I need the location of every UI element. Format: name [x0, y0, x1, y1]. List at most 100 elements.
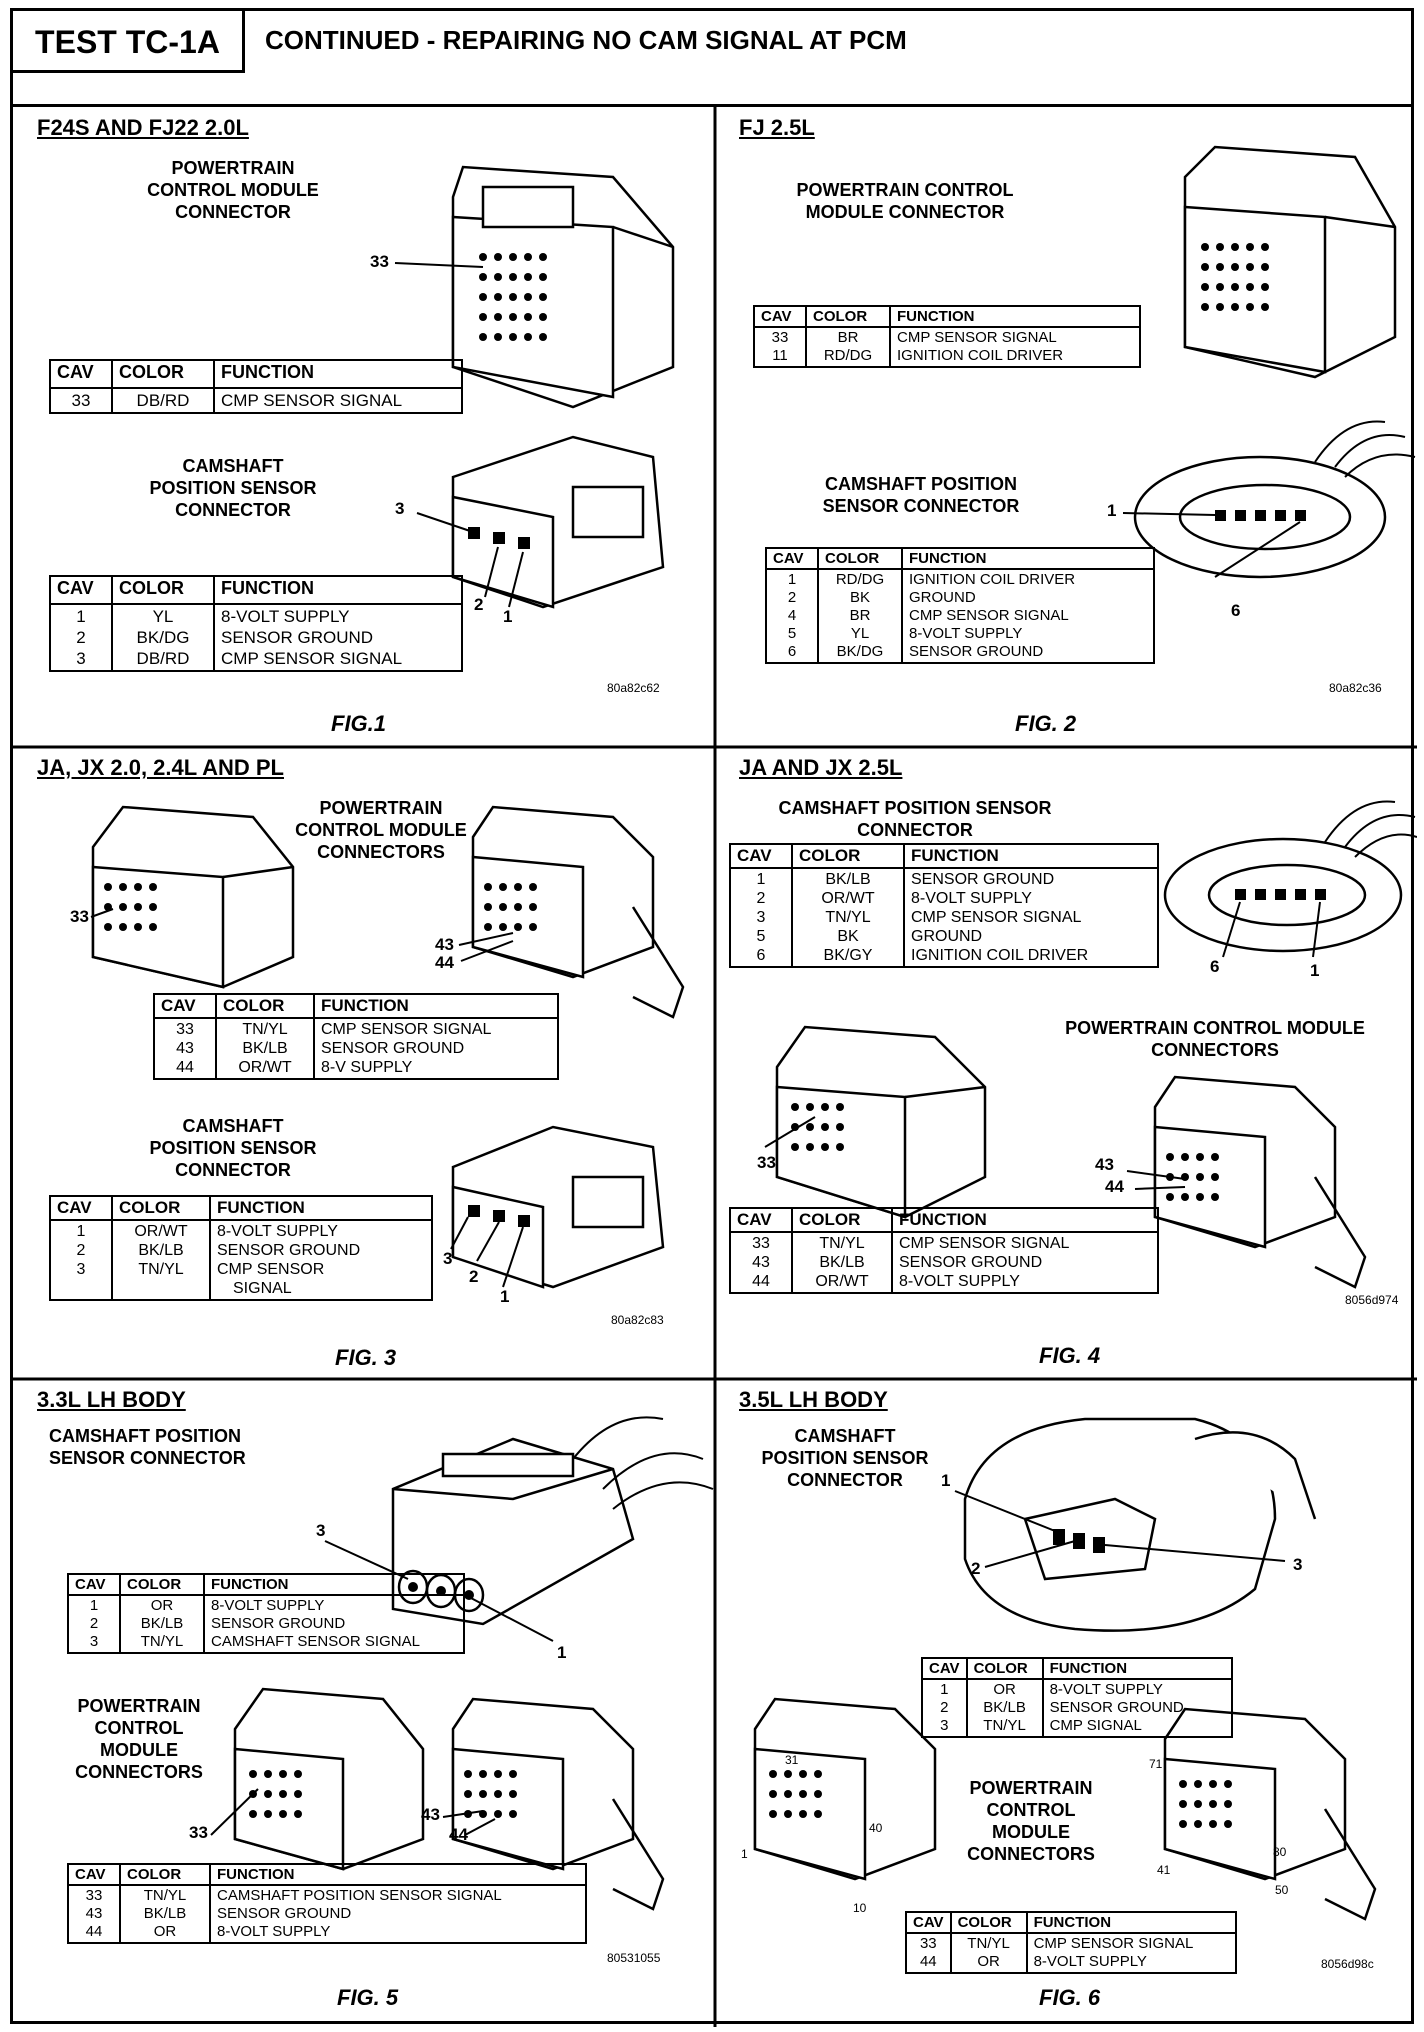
- fig6-callout-1: 1: [941, 1471, 951, 1490]
- fig1-callout-1: 1: [503, 607, 513, 626]
- test-title: CONTINUED - REPAIRING NO CAM SIGNAL AT P…: [265, 25, 907, 55]
- fig1-pcm-connector-drawing: [394, 165, 675, 609]
- fig5-callout-44: 44: [449, 1825, 468, 1844]
- figure-1-title: F24S AND FJ22 2.0L: [37, 115, 249, 140]
- fig6-pin-50: 50: [1275, 1883, 1289, 1897]
- fig6-pin-40: 40: [869, 1821, 883, 1835]
- fig5-callout-3: 3: [316, 1521, 326, 1540]
- figure-5-title: 3.3L LH BODY: [37, 1387, 186, 1412]
- fig4-drawing-code: 8056d974: [1345, 1293, 1399, 1307]
- fig1-callout-33: 33: [370, 252, 389, 271]
- fig6-pin-80: 80: [1273, 1845, 1287, 1859]
- fig4-callout-1: 1: [1310, 961, 1320, 980]
- fig2-callout-6: 6: [1231, 601, 1241, 620]
- fig3-connectors-drawing: [90, 805, 685, 1289]
- fig6-pin-10: 10: [853, 1901, 867, 1915]
- fig3-caption: FIG. 3: [335, 1345, 397, 1370]
- fig1-callout-3: 3: [395, 499, 405, 518]
- fig3-callout-2: 2: [469, 1267, 479, 1286]
- fig3-callout-44: 44: [435, 953, 454, 972]
- fig6-callout-3: 3: [1293, 1555, 1303, 1574]
- fig6-pin-41: 41: [1157, 1863, 1171, 1877]
- fig1-caption: FIG.1: [331, 711, 387, 736]
- fig4-callout-6: 6: [1210, 957, 1220, 976]
- fig6-drawing-code: 8056d98c: [1321, 1957, 1374, 1971]
- fig3-drawing-code: 80a82c83: [611, 1313, 664, 1327]
- fig4-caption: FIG. 4: [1039, 1343, 1101, 1368]
- fig6-pin-31: 31: [785, 1753, 799, 1767]
- figure-3-title: JA, JX 2.0, 2.4L AND PL: [37, 755, 284, 780]
- fig1-callout-2: 2: [474, 595, 484, 614]
- fig5-callout-43: 43: [421, 1805, 440, 1824]
- panel-grid-lines: [13, 107, 1417, 2027]
- fig5-callout-33: 33: [189, 1823, 208, 1842]
- fig2-drawing-code: 80a82c36: [1329, 681, 1382, 695]
- page-frame: TEST TC-1A CONTINUED - REPAIRING NO CAM …: [10, 8, 1417, 2027]
- figure-6-title: 3.5L LH BODY: [739, 1387, 888, 1412]
- fig2-caption: FIG. 2: [1015, 711, 1077, 736]
- fig4-connectors-drawing: [764, 800, 1417, 1289]
- fig5-caption: FIG. 5: [337, 1985, 399, 2010]
- fig6-caption: FIG. 6: [1039, 1985, 1101, 2010]
- fig3-callout-43: 43: [435, 935, 454, 954]
- fig5-drawing-code: 80531055: [607, 1951, 661, 1965]
- fig6-pin-71: 71: [1149, 1757, 1163, 1771]
- fig3-callout-3: 3: [443, 1249, 453, 1268]
- figure-2-title: FJ 2.5L: [739, 115, 815, 140]
- fig6-pin-1: 1: [741, 1847, 748, 1861]
- fig1-drawing-code: 80a82c62: [607, 681, 660, 695]
- fig4-callout-44: 44: [1105, 1177, 1124, 1196]
- figure-4-title: JA AND JX 2.5L: [739, 755, 903, 780]
- fig5-callout-1: 1: [557, 1643, 567, 1662]
- fig3-callout-1: 1: [500, 1287, 510, 1306]
- fig6-connectors-drawing: [753, 1417, 1377, 1921]
- fig2-callout-1: 1: [1107, 501, 1117, 520]
- fig4-callout-33: 33: [757, 1153, 776, 1172]
- fig4-callout-43: 43: [1095, 1155, 1114, 1174]
- fig2-connectors-drawing: [1122, 145, 1416, 579]
- page-header: TEST TC-1A CONTINUED - REPAIRING NO CAM …: [13, 11, 1411, 107]
- fig3-callout-33: 33: [70, 907, 89, 926]
